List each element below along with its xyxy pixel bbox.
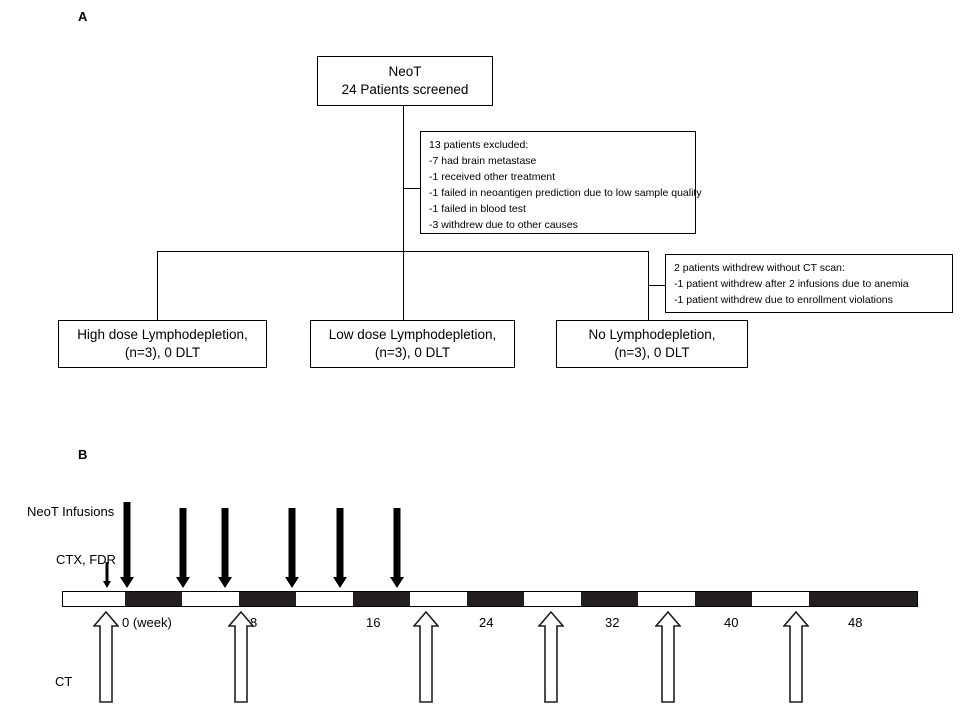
neot-infusion-arrow-1 xyxy=(120,502,134,588)
box-screening: NeoT 24 Patients screened xyxy=(317,56,493,106)
label-ctx-fdr: CTX, FDR xyxy=(56,552,116,567)
box-withdrew-item-0: -1 patient withdrew after 2 infusions du… xyxy=(674,277,909,290)
tick-label-40: 40 xyxy=(724,615,739,630)
connector-drop-low xyxy=(403,251,404,320)
ct-scan-arrow-2 xyxy=(228,611,254,703)
box-arm-no-lymphodepletion-line1: No Lymphodepletion, xyxy=(588,326,716,342)
box-arm-high-dose-line2: (n=3), 0 DLT xyxy=(124,345,201,360)
box-arm-no-lymphodepletion-line2: (n=3), 0 DLT xyxy=(614,345,690,360)
box-excluded-item-4: -3 withdrew due to other causes xyxy=(429,218,578,231)
timeline-segment xyxy=(695,592,752,606)
box-excluded-item-2: -1 failed in neoantigen prediction due t… xyxy=(429,186,702,199)
label-ct: CT xyxy=(55,674,73,689)
tick-label-48: 48 xyxy=(848,615,863,630)
box-withdrew-heading: 2 patients withdrew without CT scan: xyxy=(674,262,845,274)
tick-label-32: 32 xyxy=(605,615,620,630)
ct-scan-arrow-6 xyxy=(783,611,809,703)
box-arm-no-lymphodepletion: No Lymphodepletion, (n=3), 0 DLT xyxy=(556,320,748,368)
connector-distributor xyxy=(157,251,648,252)
box-screening-line2: 24 Patients screened xyxy=(341,82,469,97)
timeline-segment xyxy=(581,592,638,606)
box-withdrew: 2 patients withdrew without CT scan: -1 … xyxy=(665,254,953,313)
tick-label-16: 16 xyxy=(366,615,381,630)
neot-infusion-arrow-5 xyxy=(333,508,347,588)
timeline-segment xyxy=(467,592,524,606)
box-excluded-item-0: -7 had brain metastase xyxy=(429,154,537,167)
ct-scan-arrow-5 xyxy=(655,611,681,703)
connector-trunk-vertical xyxy=(403,106,404,251)
box-arm-low-dose: Low dose Lymphodepletion, (n=3), 0 DLT xyxy=(310,320,515,368)
panel-a-letter: A xyxy=(78,9,88,24)
timeline-segment xyxy=(239,592,296,606)
ct-scan-arrow-3 xyxy=(413,611,439,703)
tick-label-0: 0 (week) xyxy=(122,615,172,630)
ctx-fdr-arrow xyxy=(102,562,111,588)
panel-b-letter: B xyxy=(78,447,88,462)
ct-scan-arrow-1 xyxy=(93,611,119,703)
connector-to-excluded xyxy=(403,188,420,189)
tick-label-24: 24 xyxy=(479,615,494,630)
timeline-segment xyxy=(125,592,182,606)
box-excluded-item-1: -1 received other treatment xyxy=(429,170,556,183)
box-arm-low-dose-line1: Low dose Lymphodepletion, xyxy=(328,326,497,342)
box-arm-low-dose-line2: (n=3), 0 DLT xyxy=(374,345,451,360)
neot-infusion-arrow-3 xyxy=(218,508,232,588)
box-arm-high-dose-line1: High dose Lymphodepletion, xyxy=(77,326,248,342)
neot-infusion-arrow-6 xyxy=(390,508,404,588)
tick-label-8: 8 xyxy=(250,615,258,630)
box-excluded-item-3: -1 failed in blood test xyxy=(429,202,526,215)
box-withdrew-item-1: -1 patient withdrew due to enrollment vi… xyxy=(674,293,893,306)
ct-scan-arrow-4 xyxy=(538,611,564,703)
timeline-segment xyxy=(809,592,917,606)
timeline-bar xyxy=(62,591,918,607)
box-excluded-heading: 13 patients excluded: xyxy=(429,139,529,151)
neot-infusion-arrow-4 xyxy=(285,508,299,588)
neot-infusion-arrow-2 xyxy=(176,508,190,588)
label-neot-infusions: NeoT Infusions xyxy=(27,504,115,519)
box-arm-high-dose: High dose Lymphodepletion, (n=3), 0 DLT xyxy=(58,320,267,368)
box-excluded: 13 patients excluded: -7 had brain metas… xyxy=(420,131,702,234)
timeline-segment xyxy=(353,592,410,606)
connector-to-withdrew xyxy=(648,285,665,286)
connector-drop-high xyxy=(157,251,158,320)
box-screening-line1: NeoT xyxy=(388,63,422,79)
